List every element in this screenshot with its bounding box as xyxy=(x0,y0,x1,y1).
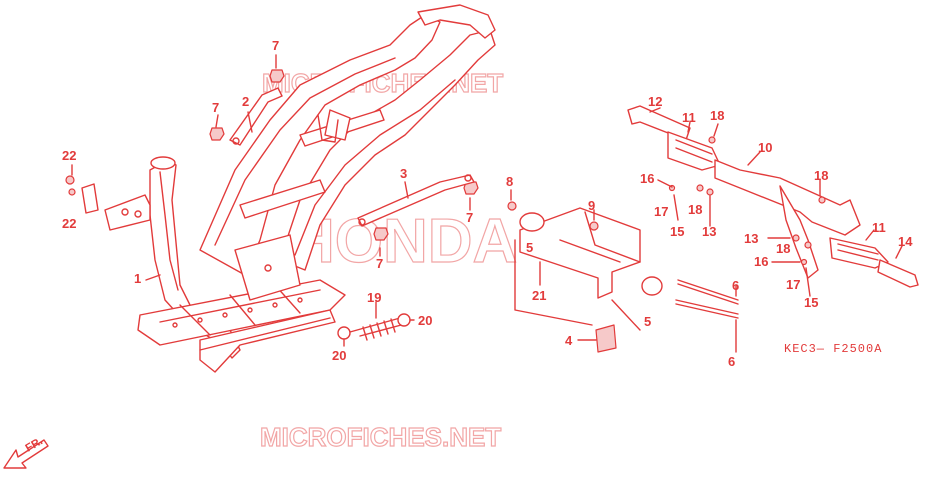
callout-3: 3 xyxy=(400,166,407,181)
callout-16a: 16 xyxy=(640,171,654,186)
callout-7b: 7 xyxy=(212,100,219,115)
part-5-leader xyxy=(611,299,641,331)
main-stand xyxy=(507,201,739,353)
callout-20b: 20 xyxy=(332,348,346,363)
callout-10: 10 xyxy=(758,140,772,155)
callout-21: 21 xyxy=(532,288,546,303)
footrest-assembly xyxy=(627,105,919,288)
callout-18d: 18 xyxy=(776,241,790,256)
part-21-leader xyxy=(514,239,593,326)
callout-4: 4 xyxy=(565,333,573,348)
callout-15a: 15 xyxy=(670,224,684,239)
part-19-spring xyxy=(337,313,411,341)
callout-14: 14 xyxy=(898,234,913,249)
callout-5b: 5 xyxy=(644,314,651,329)
callout-6a: 6 xyxy=(732,278,739,293)
callout-13a: 13 xyxy=(702,224,716,239)
callout-8: 8 xyxy=(506,174,513,189)
watermark-bottom: MICROFICHES.NET xyxy=(260,422,501,452)
callout-22a: 22 xyxy=(62,148,76,163)
front-arrow-label: FR. xyxy=(24,435,45,454)
callout-19: 19 xyxy=(367,290,381,305)
callout-18c: 18 xyxy=(814,168,828,183)
callout-1: 1 xyxy=(134,271,141,286)
callout-labels: 1 2 3 4 5 5 6 6 7 7 7 7 8 9 10 11 11 12 … xyxy=(62,38,913,369)
part-7-nuts xyxy=(209,69,479,241)
callout-16b: 16 xyxy=(754,254,768,269)
part-3-stay xyxy=(357,174,475,227)
callout-6b: 6 xyxy=(728,354,735,369)
callout-11a: 11 xyxy=(682,110,696,125)
callout-15b: 15 xyxy=(804,295,818,310)
callout-20a: 20 xyxy=(418,313,432,328)
callout-5a: 5 xyxy=(526,240,533,255)
diagram-code: KEC3— F2500A xyxy=(784,342,882,356)
part-22-fasteners xyxy=(65,175,99,214)
callout-18a: 18 xyxy=(710,108,724,123)
watermark-center: HONDA xyxy=(290,207,517,276)
callout-9: 9 xyxy=(588,198,595,213)
callout-17a: 17 xyxy=(654,204,668,219)
callout-7a: 7 xyxy=(272,38,279,53)
front-arrow-icon: FR. xyxy=(3,435,49,469)
callout-18b: 18 xyxy=(688,202,702,217)
callout-11b: 11 xyxy=(872,220,886,235)
callout-22b: 22 xyxy=(62,216,76,231)
callout-12: 12 xyxy=(648,94,662,109)
callout-7d: 7 xyxy=(466,210,473,225)
callout-2: 2 xyxy=(242,94,249,109)
callout-7c: 7 xyxy=(376,256,383,271)
part-2-bracket xyxy=(229,87,283,146)
frame-body xyxy=(104,4,496,373)
callout-13b: 13 xyxy=(744,231,758,246)
callout-17b: 17 xyxy=(786,277,800,292)
